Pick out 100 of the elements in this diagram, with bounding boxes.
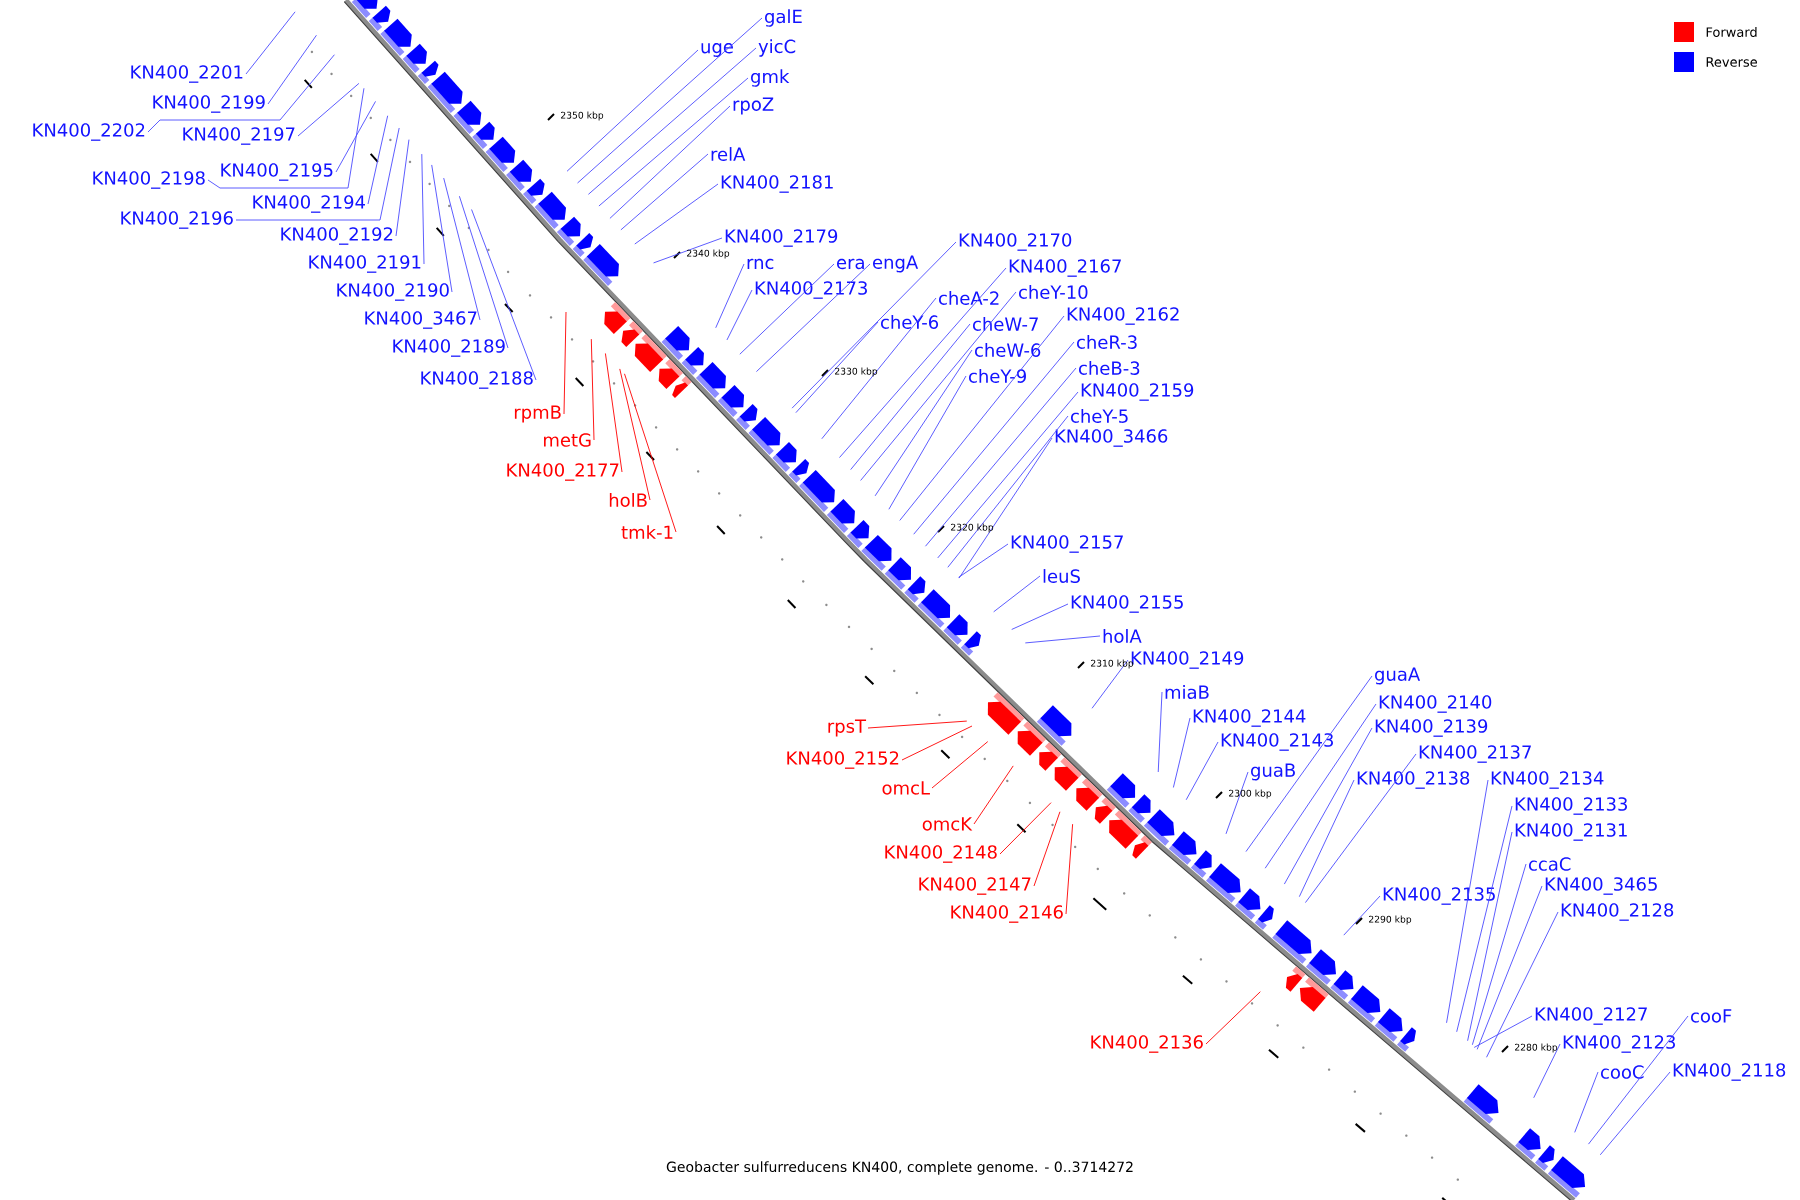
gene-label: KN400_2138 bbox=[1357, 771, 1470, 789]
leader-line bbox=[1033, 811, 1061, 887]
leader-line bbox=[1467, 831, 1513, 1042]
gene-label: KN400_2190 bbox=[337, 283, 449, 301]
gene-label: KN400_2149 bbox=[1131, 651, 1244, 669]
leader-line bbox=[604, 353, 623, 473]
leader-line bbox=[755, 263, 871, 373]
gene-label: KN400_2170 bbox=[959, 233, 1072, 251]
leader-line bbox=[715, 263, 745, 329]
leader-line bbox=[867, 720, 968, 729]
gene-label: holB bbox=[609, 493, 647, 507]
gene-label: KN400_2188 bbox=[421, 371, 533, 389]
gene-label: KN400_2159 bbox=[1081, 383, 1194, 401]
leader-line bbox=[860, 291, 1017, 481]
leader-line bbox=[609, 105, 731, 219]
gene-label: KN400_2179 bbox=[725, 229, 838, 247]
gene-label: KN400_2134 bbox=[1491, 771, 1604, 789]
leader-line bbox=[1172, 717, 1191, 788]
leader-line bbox=[795, 321, 879, 414]
leader-line bbox=[888, 375, 967, 510]
leader-line bbox=[577, 17, 763, 184]
leader-line bbox=[1476, 885, 1543, 1050]
leader-line bbox=[899, 315, 1065, 521]
gene-label: KN400_2123 bbox=[1563, 1035, 1675, 1053]
gene-label: yicC bbox=[758, 39, 796, 57]
gene-label: KN400_2192 bbox=[281, 227, 393, 245]
leader-line bbox=[1574, 1071, 1599, 1133]
gene-label: KN400_2137 bbox=[1419, 745, 1531, 763]
leader-line bbox=[1185, 741, 1219, 801]
gene-label: KN400_2167 bbox=[1009, 259, 1121, 277]
leader-line bbox=[335, 100, 376, 173]
gene-label: cheA-2 bbox=[939, 291, 999, 305]
leader-line bbox=[634, 183, 719, 245]
leader-line bbox=[726, 289, 753, 341]
gene-label: KN400_3467 bbox=[365, 311, 477, 329]
gene-label: KN400_2135 bbox=[1383, 887, 1495, 905]
leader-line bbox=[147, 54, 335, 133]
leader-line bbox=[913, 341, 1075, 535]
gene-label: KN400_2127 bbox=[1535, 1007, 1647, 1025]
gene-label: ccaC bbox=[1529, 857, 1571, 871]
gene-label: rnc bbox=[747, 258, 774, 270]
gene-label: KN400_2181 bbox=[721, 175, 833, 193]
leader-line bbox=[267, 34, 317, 105]
leader-line bbox=[471, 209, 537, 381]
gene-label: cheY-5 bbox=[1071, 409, 1128, 423]
leader-line bbox=[1157, 691, 1163, 773]
gene-label: rpsT bbox=[828, 719, 867, 737]
gene-label: KN400_2202 bbox=[33, 123, 145, 141]
leader-line bbox=[1011, 603, 1069, 630]
gene-label: KN400_2140 bbox=[1379, 695, 1492, 713]
gene-label: rpoZ bbox=[733, 97, 774, 115]
leader-line bbox=[297, 82, 360, 137]
gene-label: KN400_2162 bbox=[1067, 307, 1179, 325]
leader-line bbox=[874, 349, 973, 497]
gene-label: relA bbox=[711, 147, 746, 161]
leader-line bbox=[587, 47, 757, 195]
gene-label: KN400_2198 bbox=[93, 171, 205, 189]
leader-line bbox=[1471, 863, 1527, 1046]
leader-line bbox=[1533, 1043, 1561, 1099]
leader-line bbox=[925, 367, 1077, 547]
gene-label: KN400_2196 bbox=[121, 211, 233, 229]
gene-label: KN400_2131 bbox=[1515, 823, 1627, 841]
leader-line bbox=[1298, 779, 1355, 898]
gene-label: KN400_2128 bbox=[1561, 903, 1674, 921]
leader-line bbox=[931, 741, 989, 789]
gene-label: KN400_2199 bbox=[153, 95, 265, 113]
leader-line bbox=[431, 164, 453, 293]
leader-line bbox=[1264, 703, 1377, 869]
gene-label: KN400_2195 bbox=[221, 163, 333, 181]
gene-label: era bbox=[837, 258, 864, 270]
leader-line bbox=[624, 373, 677, 533]
gene-label: cheY-6 bbox=[881, 315, 939, 329]
gene-label: rpmB bbox=[514, 405, 561, 423]
leader-line bbox=[395, 139, 410, 237]
leader-line bbox=[367, 115, 389, 205]
leader-line bbox=[619, 368, 651, 501]
leader-line bbox=[999, 802, 1052, 855]
leader-line bbox=[620, 153, 709, 231]
leader-line bbox=[566, 49, 699, 172]
gene-label: KN400_2136 bbox=[1091, 1035, 1203, 1053]
leader-line bbox=[245, 11, 296, 75]
gene-label: KN400_3465 bbox=[1545, 877, 1657, 895]
leader-line bbox=[1473, 1015, 1533, 1048]
gene-label: KN400_2144 bbox=[1193, 709, 1306, 727]
leader-line bbox=[937, 391, 1079, 559]
gene-label: leuS bbox=[1043, 569, 1080, 583]
gene-label: KN400_2139 bbox=[1375, 719, 1488, 737]
gene-label: galE bbox=[765, 9, 802, 27]
leader-line bbox=[563, 311, 567, 415]
leader-line bbox=[598, 77, 749, 207]
leader-line bbox=[839, 267, 1007, 458]
gene-label: KN400_2194 bbox=[253, 195, 365, 213]
leader-line bbox=[1205, 991, 1261, 1045]
leader-line bbox=[791, 241, 957, 409]
gene-label: KN400_2118 bbox=[1673, 1063, 1786, 1081]
leader-line bbox=[958, 543, 1009, 578]
leader-line bbox=[1486, 911, 1559, 1058]
gene-label: cheW-7 bbox=[973, 317, 1038, 331]
gene-label: cheW-6 bbox=[975, 343, 1041, 357]
gene-label: engA bbox=[873, 255, 919, 273]
